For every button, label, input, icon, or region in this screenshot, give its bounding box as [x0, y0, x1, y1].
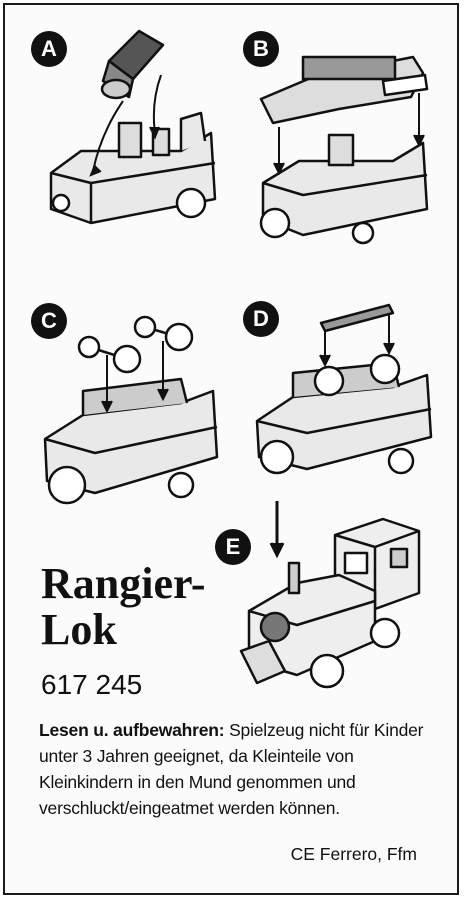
- article-number: 617 245: [41, 669, 143, 700]
- product-title-line-2: Lok: [41, 605, 117, 654]
- step-d-badge: D: [243, 301, 279, 337]
- step-c-drawing: [43, 315, 219, 505]
- step-b-illustration: B: [243, 23, 443, 263]
- step-b-drawing: [259, 55, 429, 245]
- safety-notice: Lesen u. aufbewahren: Spielzeug nicht fü…: [39, 717, 439, 821]
- product-title-line-1: Rangier-: [41, 559, 206, 608]
- safety-notice-body: Spielzeug nicht für Kinder unter 3 Jahre…: [39, 720, 424, 818]
- instruction-sheet: A B: [3, 3, 459, 895]
- manufacturer-name: Ferrero, Ffm: [319, 844, 417, 864]
- step-a-badge: A: [31, 31, 67, 67]
- product-title: Rangier- Lok: [41, 561, 206, 653]
- step-b-badge: B: [243, 31, 279, 67]
- step-a-illustration: A: [31, 23, 231, 253]
- step-d-illustration: D: [243, 291, 443, 501]
- ce-mark: CE: [290, 844, 315, 864]
- step-d-drawing: [255, 303, 433, 475]
- step-c-illustration: C: [31, 297, 231, 522]
- step-e-badge: E: [215, 529, 251, 565]
- step-e-illustration: E: [205, 501, 435, 701]
- step-c-badge: C: [31, 303, 67, 339]
- manufacturer-line: CE Ferrero, Ffm: [291, 844, 417, 865]
- step-a-drawing: [49, 29, 217, 225]
- safety-notice-heading: Lesen u. aufbewahren:: [39, 720, 225, 740]
- step-e-drawing: [239, 501, 421, 689]
